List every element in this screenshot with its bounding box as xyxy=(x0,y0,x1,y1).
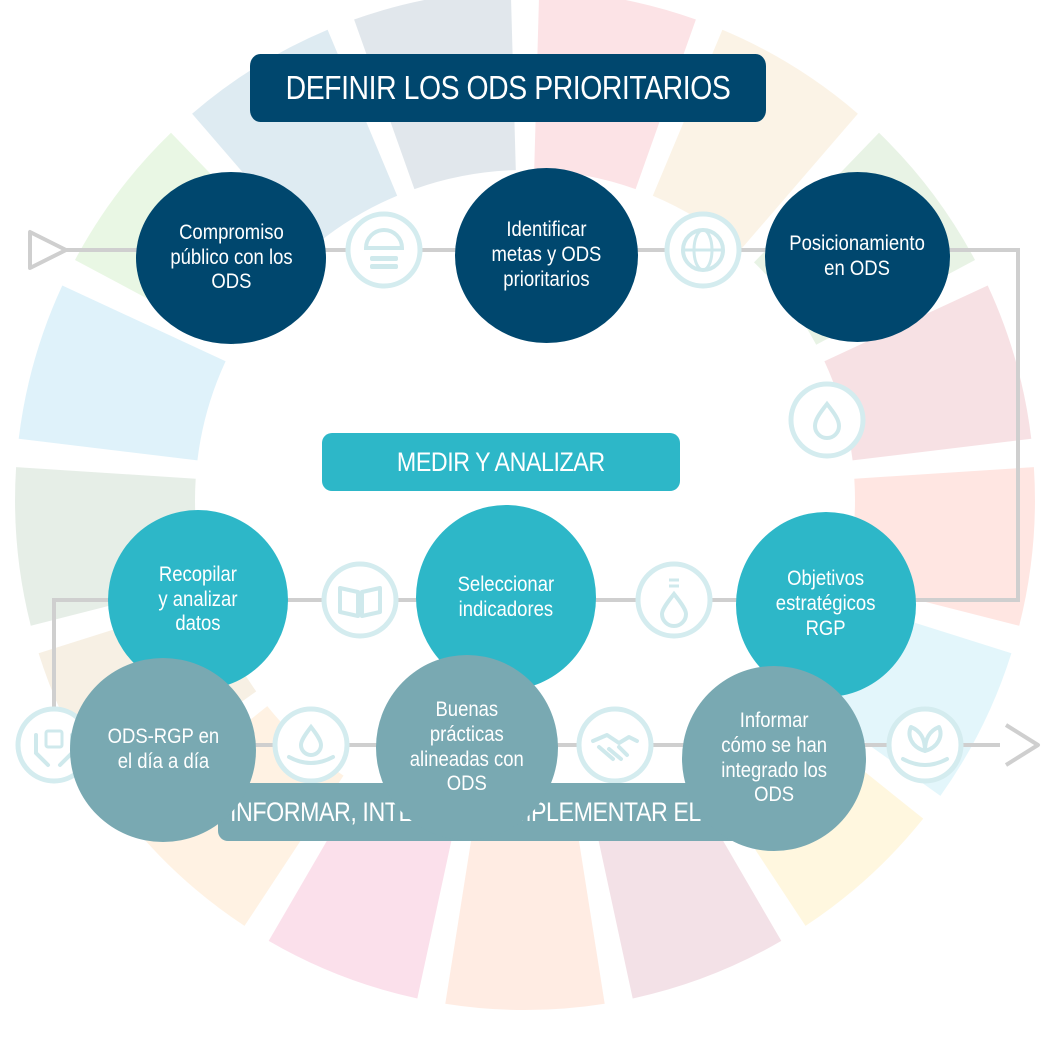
water-drop-icon xyxy=(635,561,713,639)
step-posicionamiento: Posicionamiento en ODS xyxy=(765,172,950,342)
step-label: Seleccionar indicadores xyxy=(457,572,555,621)
sdg-color-wheel xyxy=(15,0,1035,1010)
step-label: ODS-RGP en el día a día xyxy=(107,725,219,773)
section-title-medir: MEDIR Y ANALIZAR xyxy=(322,433,680,491)
step-ods-rgp-dia-a-dia: ODS-RGP en el día a día xyxy=(70,658,256,842)
hand-drop-icon xyxy=(272,706,350,784)
step-label: Recopilar y analizar datos xyxy=(158,562,238,636)
step-label: Posicionamiento en ODS xyxy=(789,232,926,280)
step-label: Compromiso público con los ODS xyxy=(169,220,293,294)
water-cycle-icon xyxy=(788,381,866,459)
section-title-definir: DEFINIR LOS ODS PRIORITARIOS xyxy=(250,54,766,122)
step-informar-integrado: Informar cómo se han integrado los ODS xyxy=(682,666,866,851)
book-icon xyxy=(321,561,399,639)
step-recopilar-datos: Recopilar y analizar datos xyxy=(108,510,288,690)
step-label: Objetivos estratégicos RGP xyxy=(776,567,876,640)
handshake-icon xyxy=(576,706,654,784)
step-identificar-metas: Identificar metas y ODS prioritarios xyxy=(455,168,638,343)
globe-icon xyxy=(664,211,742,289)
step-buenas-practicas: Buenas prácticas alineadas con ODS xyxy=(376,655,558,840)
helmet-stack-icon xyxy=(345,211,423,289)
end-arrow-icon xyxy=(1004,723,1040,767)
section-title-medir-text: MEDIR Y ANALIZAR xyxy=(397,446,605,477)
step-compromiso-publico: Compromiso público con los ODS xyxy=(136,172,326,344)
start-arrow-icon xyxy=(28,230,68,270)
leaf-hand-icon xyxy=(886,706,964,784)
step-label: Buenas prácticas alineadas con ODS xyxy=(409,697,525,796)
wheel-segment xyxy=(445,825,605,1010)
step-label: Informar cómo se han integrado los ODS xyxy=(721,708,827,807)
wheel-segment xyxy=(18,285,226,461)
step-label: Identificar metas y ODS prioritarios xyxy=(491,218,602,291)
wheel-segment xyxy=(824,285,1032,461)
